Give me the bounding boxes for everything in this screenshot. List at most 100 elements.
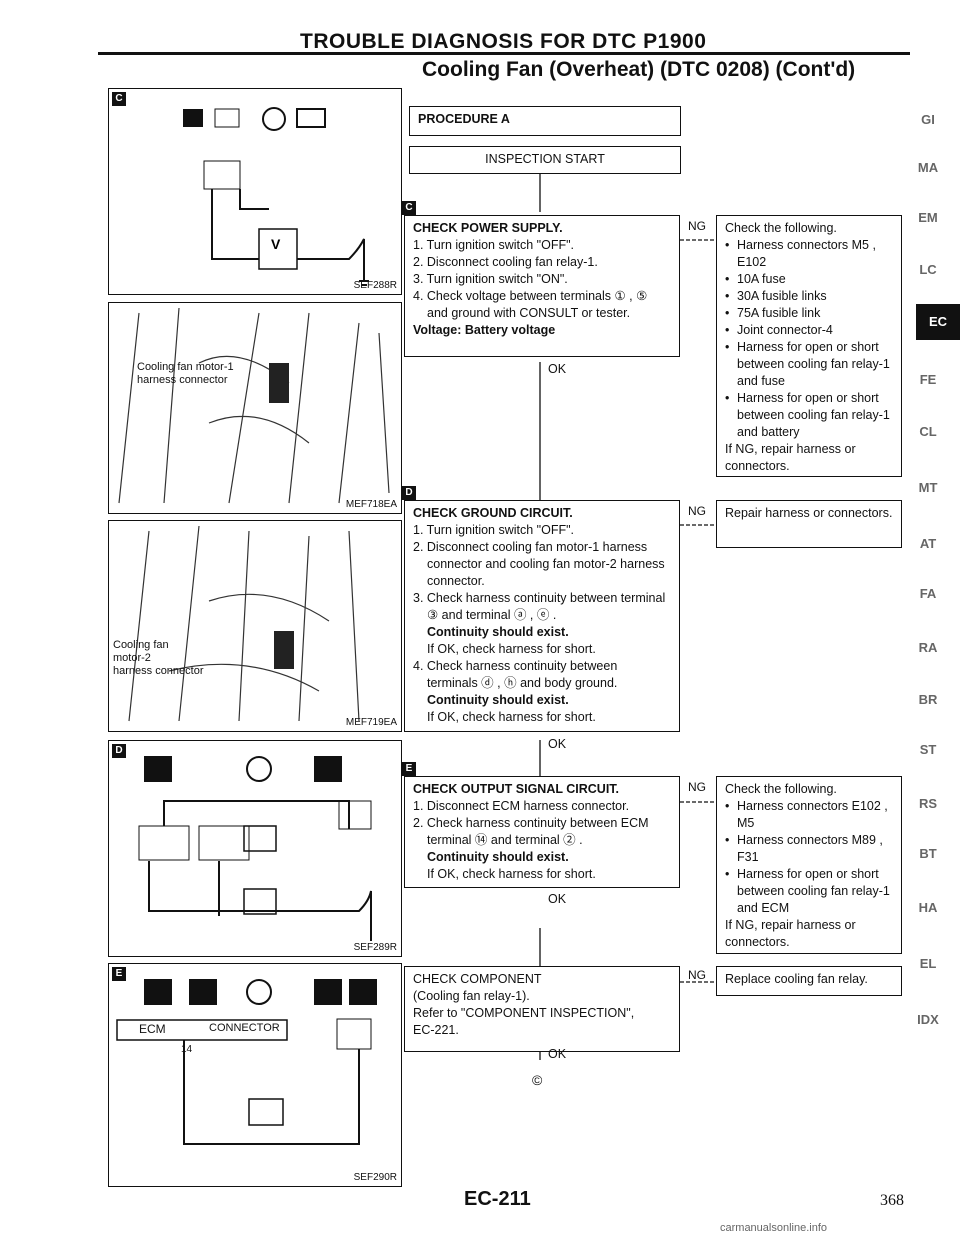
tab-mt[interactable]: MT (918, 480, 938, 495)
page-title: TROUBLE DIAGNOSIS FOR DTC P1900 (300, 30, 707, 53)
tab-el[interactable]: EL (919, 956, 937, 971)
figure-motor2-location: Cooling fan motor-2 harness connector ME… (108, 520, 402, 732)
step-title: CHECK OUTPUT SIGNAL CIRCUIT. (413, 782, 620, 796)
step-tag: D (402, 486, 416, 500)
watermark: carmanualsonline.info (720, 1222, 828, 1234)
figure-id: SEF288R (353, 280, 397, 291)
step-item: 3. Check harness continuity between term… (413, 591, 666, 622)
tab-rs[interactable]: RS (918, 796, 938, 811)
meter-label: V (271, 236, 281, 252)
ok-label: OK (548, 737, 567, 751)
step-spec: Voltage: Battery voltage (413, 323, 556, 337)
figure-id: SEF289R (353, 942, 397, 953)
continue-marker: © (532, 1072, 543, 1088)
tab-ec[interactable]: EC (916, 304, 960, 340)
engine-bay-drawing (118, 307, 390, 504)
step-spec: Continuity should exist. (427, 850, 569, 864)
ng-item: Harness connectors M5 , E102 (725, 237, 893, 271)
page-number: 368 (880, 1192, 904, 1209)
tab-fa[interactable]: FA (919, 586, 937, 601)
flow-connectors (539, 173, 715, 1060)
step-item: 2. Disconnect cooling fan motor-1 harnes… (413, 540, 665, 588)
title-rule (98, 52, 910, 55)
tab-lc[interactable]: LC (919, 262, 937, 277)
ng-outro: If NG, repair harness or connectors. (725, 442, 856, 473)
ng-item: Joint connector-4 (725, 322, 893, 339)
figure-id: MEF719EA (345, 717, 397, 728)
step-power-supply: CHECK POWER SUPPLY. 1. Turn ignition swi… (404, 215, 680, 357)
ng-item: 30A fusible links (725, 288, 893, 305)
step-note: If OK, check harness for short. (427, 867, 596, 881)
ng-label: NG (688, 968, 706, 982)
tab-ma[interactable]: MA (917, 160, 939, 175)
tab-br[interactable]: BR (918, 692, 938, 707)
tab-bt[interactable]: BT (919, 846, 937, 861)
step-line: EC-221. (413, 1023, 459, 1037)
figure-tag: E (112, 967, 126, 981)
figure-tag: D (112, 744, 126, 758)
step-line: Refer to "COMPONENT INSPECTION", (413, 1006, 635, 1020)
ng-intro: Check the following. (725, 221, 837, 235)
step-spec: Continuity should exist. (427, 693, 569, 707)
tab-st[interactable]: ST (919, 742, 937, 757)
tab-em[interactable]: EM (918, 210, 938, 225)
step-item: 3. Turn ignition switch "ON". (413, 272, 568, 286)
tab-idx[interactable]: IDX (917, 1012, 939, 1027)
figure-motor1-location: Cooling fan motor-1 harness connector ME… (108, 302, 402, 514)
step-ground-ng-box: Repair harness or connectors. (716, 500, 902, 548)
step-item: 4. Check voltage between terminals ① , ⑤… (413, 289, 648, 320)
step-item: 1. Turn ignition switch "OFF". (413, 238, 575, 252)
ok-label: OK (548, 1047, 567, 1061)
ng-item: 10A fuse (725, 271, 893, 288)
step-tag: E (402, 762, 416, 776)
tab-ha[interactable]: HA (918, 900, 938, 915)
figure-id: SEF290R (353, 1172, 397, 1183)
ng-label: NG (688, 780, 706, 794)
ng-label: NG (688, 219, 706, 233)
ng-item: Harness for open or short between coolin… (725, 390, 893, 441)
ng-intro: Check the following. (725, 782, 837, 796)
step-item: 4. Check harness continuity between term… (413, 659, 618, 690)
connector-label: CONNECTOR (209, 1022, 280, 1034)
tab-ra[interactable]: RA (918, 640, 938, 655)
figure-ground-check: D SEF289R (108, 740, 402, 957)
ng-label: NG (688, 504, 706, 518)
ok-label: OK (548, 362, 567, 376)
ng-item: Harness connectors M89 , F31 (725, 832, 893, 866)
ng-item: 75A fusible link (725, 305, 893, 322)
connector-label: Cooling fan motor-1 harness connector (137, 361, 234, 386)
page-code: EC-211 (464, 1188, 531, 1210)
step-item: 1. Disconnect ECM harness connector. (413, 799, 630, 813)
step-line: (Cooling fan relay-1). (413, 989, 530, 1003)
figure-tag: C (112, 92, 126, 106)
procedure-label: PROCEDURE A (409, 106, 681, 136)
ng-item: Harness connectors E102 , M5 (725, 798, 893, 832)
step-component-ng-box: Replace cooling fan relay. (716, 966, 902, 996)
pin-label: 14 (181, 1044, 193, 1055)
figure-voltage-check: C V SEF288R (108, 88, 402, 295)
figure-ecm-check: E ECM CONNECTOR 14 SEF290R (108, 963, 402, 1187)
ecm-diagram (116, 979, 377, 1145)
tab-gi[interactable]: GI (921, 112, 935, 127)
step-power-ng-box: Check the following. Harness connectors … (716, 215, 902, 477)
tab-at[interactable]: AT (919, 536, 937, 551)
tab-fe[interactable]: FE (919, 372, 937, 387)
page-subtitle: Cooling Fan (Overheat) (DTC 0208) (Cont'… (422, 58, 856, 81)
step-line: CHECK COMPONENT (413, 972, 542, 986)
inspection-start: INSPECTION START (409, 146, 681, 174)
continuity-diagram (138, 756, 372, 941)
step-check-component: CHECK COMPONENT (Cooling fan relay-1). R… (404, 966, 680, 1052)
step-spec: Continuity should exist. (427, 625, 569, 639)
voltage-diagram: V (183, 107, 369, 286)
ng-outro: If NG, repair harness or connectors. (725, 918, 856, 949)
figure-id: MEF718EA (345, 499, 397, 510)
step-output-signal: CHECK OUTPUT SIGNAL CIRCUIT. 1. Disconne… (404, 776, 680, 888)
tab-cl[interactable]: CL (919, 424, 937, 439)
step-title: CHECK POWER SUPPLY. (413, 221, 563, 235)
ecm-label: ECM (139, 1022, 166, 1036)
step-ground-circuit: CHECK GROUND CIRCUIT. 1. Turn ignition s… (404, 500, 680, 732)
connector-label: Cooling fan motor-2 harness connector (113, 639, 204, 677)
step-output-ng-box: Check the following. Harness connectors … (716, 776, 902, 954)
step-item: 2. Check harness continuity between ECM … (413, 816, 649, 847)
ok-label: OK (548, 892, 567, 906)
